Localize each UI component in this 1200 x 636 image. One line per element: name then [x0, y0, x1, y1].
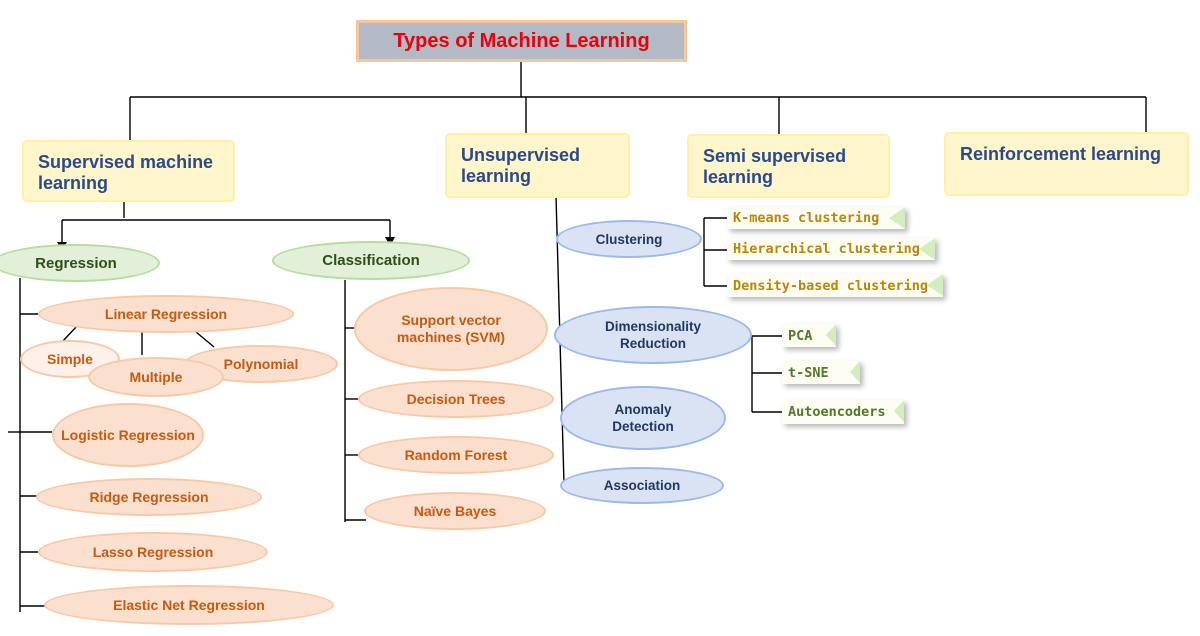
category-unsupervised-label: Unsupervised learning [461, 145, 581, 186]
category-supervised: Supervised machine learning [24, 142, 233, 200]
method-density-clustering: Density-based clustering [727, 274, 943, 297]
category-semi-supervised: Semi supervised learning [689, 136, 888, 196]
method-pca-label: PCA [788, 327, 813, 344]
node-linear-regression: Linear Regression [38, 295, 294, 333]
category-semi-supervised-label: Semi supervised learning [703, 146, 847, 187]
method-kmeans-label: K-means clustering [733, 210, 880, 226]
method-autoencoders: Autoencoders [782, 400, 904, 424]
node-logistic-regression: Logistic Regression [52, 403, 204, 467]
method-tsne: t-SNE [782, 361, 860, 384]
method-tsne-label: t-SNE [788, 364, 829, 381]
node-classification: Classification [272, 241, 470, 280]
method-density-label: Density-based clustering [733, 277, 929, 294]
node-svm: Support vector machines (SVM) [354, 287, 548, 371]
category-reinforcement-label: Reinforcement learning [960, 144, 1162, 164]
node-association: Association [560, 467, 724, 504]
tag-notch-icon [826, 324, 836, 346]
method-hierarchical-label: Hierarchical clustering [733, 241, 920, 257]
node-clustering: Clustering [556, 220, 702, 258]
method-hierarchical-clustering: Hierarchical clustering [727, 238, 935, 260]
node-dimensionality-reduction: Dimensionality Reduction [554, 306, 752, 364]
tag-notch-icon [889, 207, 905, 229]
node-multiple: Multiple [88, 357, 224, 397]
category-unsupervised: Unsupervised learning [447, 135, 628, 196]
node-naive-bayes: Naïve Bayes [364, 492, 546, 530]
node-anomaly-detection: Anomaly Detection [560, 386, 726, 450]
diagram-title: Types of Machine Learning [356, 20, 687, 62]
method-kmeans-clustering: K-means clustering [727, 207, 905, 229]
method-autoencoders-label: Autoencoders [788, 404, 886, 420]
node-ridge-regression: Ridge Regression [36, 478, 262, 516]
category-supervised-label: Supervised machine learning [38, 152, 214, 193]
category-reinforcement: Reinforcement learning [946, 134, 1187, 194]
node-lasso-regression: Lasso Regression [38, 532, 268, 572]
tag-notch-icon [919, 238, 935, 260]
node-decision-trees: Decision Trees [358, 380, 554, 418]
method-pca: PCA [782, 324, 836, 347]
tag-notch-icon [894, 400, 904, 422]
node-elastic-net-regression: Elastic Net Regression [44, 585, 334, 625]
node-random-forest: Random Forest [358, 436, 554, 474]
tag-notch-icon [850, 361, 860, 383]
node-regression: Regression [0, 244, 160, 282]
tag-notch-icon [927, 274, 943, 296]
